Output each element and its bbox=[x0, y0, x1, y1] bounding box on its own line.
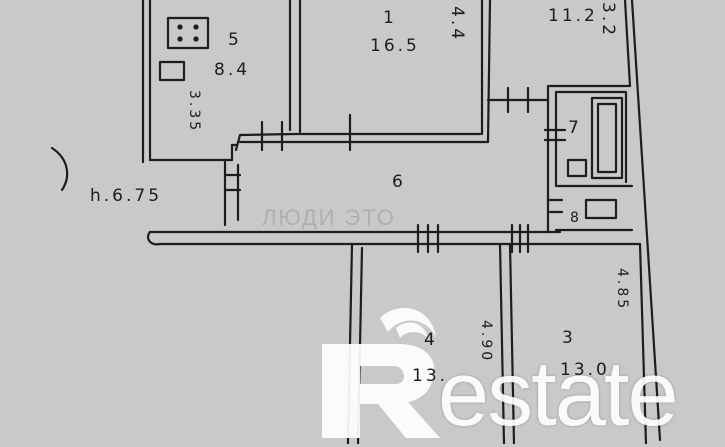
room2-area: 11.2 bbox=[548, 6, 598, 26]
room1-dimension: 4.4 bbox=[447, 6, 467, 43]
kitchen-sink bbox=[158, 60, 186, 82]
room4-number: 4 bbox=[424, 330, 438, 350]
room8-number: 8 bbox=[570, 210, 582, 226]
room5-dimension: 3.35 bbox=[186, 90, 202, 134]
watermark-logo-letter bbox=[322, 344, 440, 438]
room5-number: 5 bbox=[228, 30, 242, 50]
wall-right-outer bbox=[630, 0, 662, 442]
door-tick bbox=[543, 128, 567, 142]
room1-area: 16.5 bbox=[370, 36, 420, 56]
sink bbox=[566, 158, 588, 178]
entry-arc bbox=[50, 146, 69, 192]
wall-room4-right bbox=[498, 242, 506, 444]
room3-dimension: 4.85 bbox=[614, 268, 630, 312]
door-tick bbox=[506, 86, 530, 114]
watermark-logo-mark bbox=[380, 307, 436, 338]
room5-area: 8.4 bbox=[214, 60, 251, 80]
bathtub bbox=[590, 96, 624, 180]
wall-kitchen-bottom bbox=[230, 143, 238, 162]
stove-burner bbox=[193, 24, 199, 30]
watermark-brand-text: estate bbox=[438, 343, 679, 445]
room6-number: 6 bbox=[392, 172, 406, 192]
room2-dimension: 3.2 bbox=[598, 2, 618, 39]
stove-burner bbox=[177, 24, 183, 30]
wall-right-room2 bbox=[623, 0, 632, 88]
room1-number: 1 bbox=[383, 8, 397, 28]
wall-lower-right2 bbox=[638, 242, 648, 444]
wall-bath-inner bbox=[554, 90, 628, 184]
room7-number: 7 bbox=[568, 118, 582, 138]
room3-area: 13.0 bbox=[560, 360, 610, 380]
room4-area: 13. bbox=[412, 366, 449, 386]
wall-room3-left bbox=[508, 242, 516, 444]
stove bbox=[166, 16, 210, 50]
ceiling-height: h.6.75 bbox=[90, 186, 163, 206]
wall-corridor-end bbox=[146, 230, 162, 246]
door-tick bbox=[510, 223, 530, 254]
door-tick bbox=[548, 198, 564, 214]
stove-burner bbox=[193, 36, 199, 42]
wall-room1-right2 bbox=[486, 0, 492, 144]
stove-burner bbox=[177, 36, 183, 42]
toilet bbox=[584, 198, 618, 220]
door-tick bbox=[260, 120, 284, 152]
door-tick bbox=[223, 173, 242, 192]
wall-kitchen-right bbox=[234, 132, 297, 152]
bathtub-inner bbox=[596, 102, 618, 174]
door-tick bbox=[416, 223, 440, 254]
wall-kitchen-outer bbox=[148, 0, 234, 162]
watermark-faint-text: ЛЮДИ ЭТО bbox=[262, 205, 396, 230]
room3-number: 3 bbox=[562, 328, 576, 348]
